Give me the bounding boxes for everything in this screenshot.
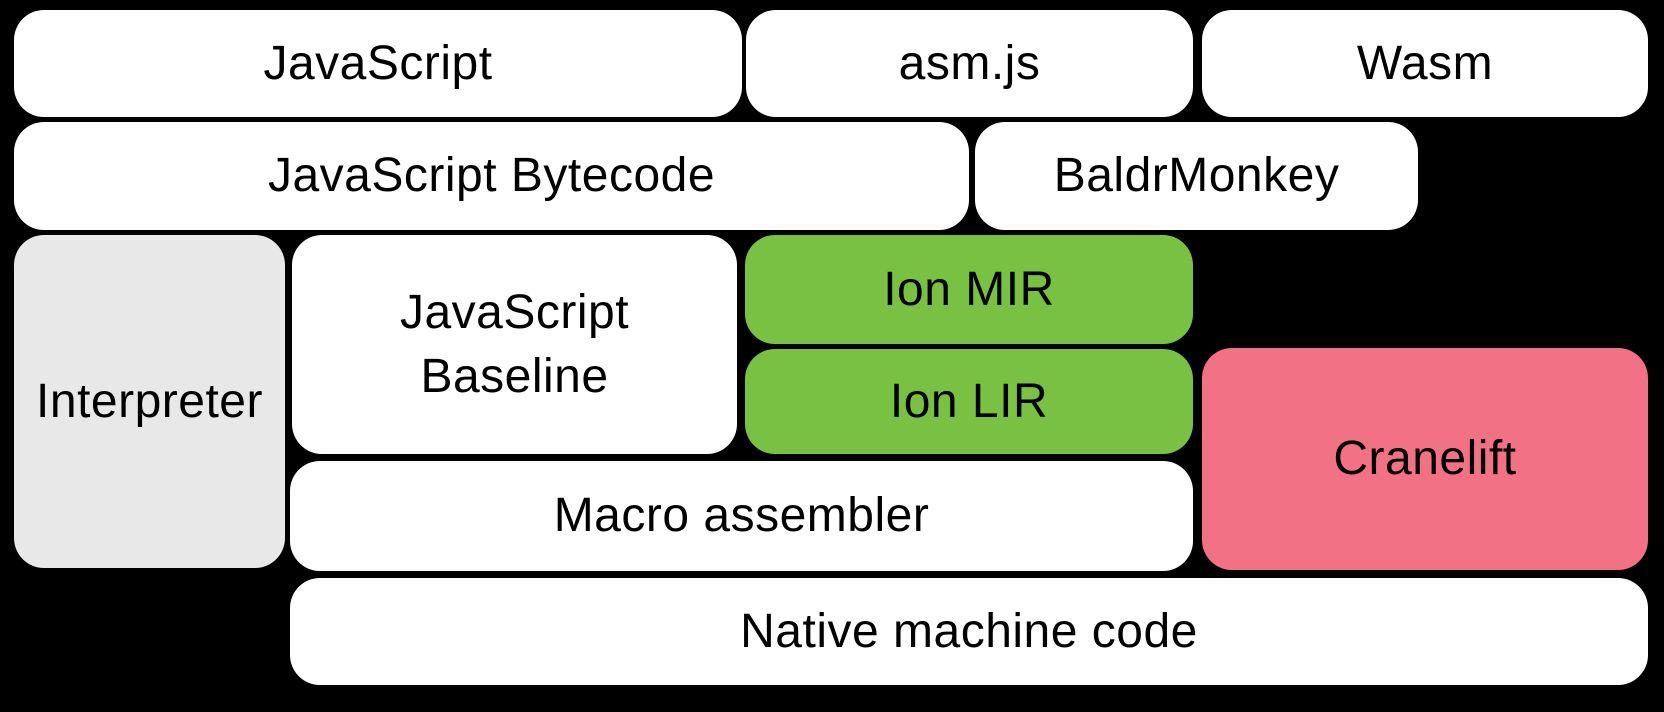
box-interpreter-label: Interpreter bbox=[36, 374, 263, 428]
box-javascript-baseline-label: JavaScript Baseline bbox=[399, 286, 630, 403]
box-wasm-label: Wasm bbox=[1356, 36, 1494, 90]
box-macro-assembler: Macro assembler bbox=[290, 461, 1193, 571]
box-native-machine-code: Native machine code bbox=[290, 578, 1648, 685]
box-interpreter: Interpreter bbox=[14, 235, 285, 568]
box-javascript-baseline: JavaScript Baseline bbox=[292, 235, 737, 454]
box-javascript-label: JavaScript bbox=[263, 36, 493, 90]
box-baldrmonkey: BaldrMonkey bbox=[975, 122, 1418, 230]
box-baldrmonkey-label: BaldrMonkey bbox=[1053, 149, 1340, 203]
box-ion-mir-label: Ion MIR bbox=[883, 262, 1055, 316]
box-native-machine-code-label: Native machine code bbox=[740, 604, 1198, 658]
box-asmjs-label: asm.js bbox=[898, 36, 1041, 90]
box-javascript-bytecode-label: JavaScript Bytecode bbox=[267, 149, 716, 203]
box-javascript: JavaScript bbox=[14, 10, 742, 117]
box-ion-lir: Ion LIR bbox=[745, 349, 1193, 454]
box-asmjs: asm.js bbox=[746, 10, 1193, 117]
box-wasm: Wasm bbox=[1202, 10, 1648, 117]
box-cranelift: Cranelift bbox=[1202, 348, 1648, 570]
box-ion-mir: Ion MIR bbox=[745, 235, 1193, 344]
box-macro-assembler-label: Macro assembler bbox=[553, 489, 930, 543]
box-cranelift-label: Cranelift bbox=[1333, 432, 1517, 486]
box-javascript-bytecode: JavaScript Bytecode bbox=[14, 122, 969, 230]
box-ion-lir-label: Ion LIR bbox=[889, 374, 1049, 428]
